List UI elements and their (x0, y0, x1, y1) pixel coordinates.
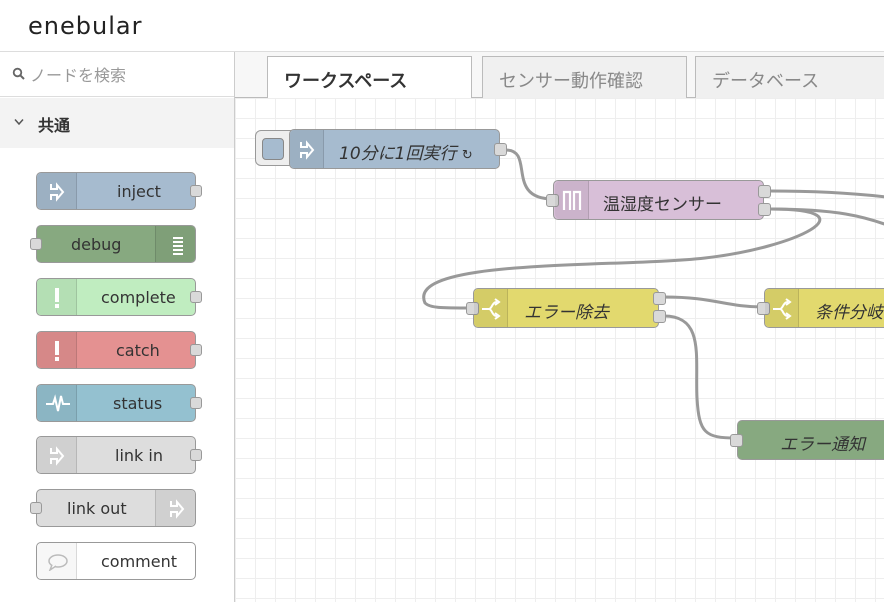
flow-wires (422, 148, 884, 440)
flow-node-condition-branch[interactable]: 条件分岐 (757, 288, 884, 328)
switch-icon (482, 298, 501, 320)
output-port[interactable] (190, 291, 202, 303)
output-port[interactable] (758, 185, 771, 198)
wire (769, 189, 884, 199)
flow-node-error-notify[interactable]: エラー通知 (730, 420, 884, 460)
exclamation-icon (55, 341, 59, 361)
flow-canvas[interactable]: 10分に1回実行 ↻ 温湿度センサー エラー除去 (235, 98, 884, 602)
flow-node-label: 10分に1回実行 ↻ (339, 144, 473, 164)
flow-node-error-remove[interactable]: エラー除去 (466, 288, 666, 328)
output-port[interactable] (190, 344, 202, 356)
wire (663, 314, 737, 440)
exclamation-icon (55, 288, 59, 308)
palette-search (0, 52, 234, 97)
palette-node-label: link in (115, 446, 163, 465)
wire (663, 295, 765, 309)
input-port[interactable] (757, 302, 770, 315)
wire (422, 207, 822, 310)
arrow-in-icon (50, 182, 65, 202)
tab-label: センサー動作確認 (499, 71, 643, 92)
palette-sidebar: 共通 inject debug complete (0, 52, 235, 602)
flow-node-sensor[interactable]: 温湿度センサー (546, 180, 771, 220)
palette-node-inject[interactable]: inject (36, 172, 202, 210)
output-port[interactable] (494, 143, 507, 156)
flow-node-inject[interactable]: 10分に1回実行 ↻ (289, 129, 507, 169)
wire (505, 148, 554, 201)
tab-label: データベース (712, 71, 820, 92)
category-label: 共通 (38, 116, 71, 135)
app-header: enebular (0, 0, 884, 52)
flow-node-label: エラー除去 (524, 303, 609, 323)
palette-node-label: catch (116, 341, 160, 360)
subflow-icon (562, 190, 582, 210)
app-logo: enebular (28, 12, 143, 40)
arrow-in-icon (300, 140, 315, 160)
tab-label: ワークスペース (284, 71, 408, 92)
input-port[interactable] (30, 238, 42, 250)
chevron-down-icon (14, 119, 24, 126)
comment-icon (48, 554, 68, 571)
output-port[interactable] (653, 292, 666, 305)
input-port[interactable] (466, 302, 479, 315)
flow-tabs: ワークスペース センサー動作確認 データベース (235, 52, 884, 99)
inject-trigger-button[interactable] (255, 130, 291, 166)
output-port[interactable] (653, 310, 666, 323)
palette-node-catch[interactable]: catch (36, 331, 202, 369)
wire (769, 207, 884, 226)
palette-node-label: link out (67, 499, 127, 518)
link-in-icon (50, 446, 65, 466)
palette-category-common[interactable]: 共通 (0, 98, 234, 148)
palette-node-status[interactable]: status (36, 384, 202, 422)
palette-node-comment[interactable]: comment (36, 542, 196, 580)
palette-node-complete[interactable]: complete (36, 278, 202, 316)
flow-node-label: 条件分岐 (815, 303, 883, 323)
output-port[interactable] (190, 397, 202, 409)
input-port[interactable] (30, 502, 42, 514)
palette-node-label: complete (101, 288, 176, 307)
flow-node-label: 温湿度センサー (603, 195, 722, 215)
input-port[interactable] (546, 194, 559, 207)
palette-node-link-out[interactable]: link out (30, 489, 196, 527)
palette-node-label: comment (101, 552, 178, 571)
palette-node-label: inject (117, 182, 161, 201)
list-icon (173, 237, 183, 255)
link-out-icon (170, 499, 185, 519)
tab-workspace[interactable]: ワークスペース (267, 56, 472, 99)
repeat-icon: ↻ (461, 148, 473, 163)
palette-node-label: debug (71, 235, 122, 254)
search-icon (12, 67, 25, 80)
switch-icon (773, 298, 792, 320)
tab-sensor-check[interactable]: センサー動作確認 (482, 56, 687, 98)
output-port[interactable] (758, 203, 771, 216)
flow-node-label: エラー通知 (780, 435, 865, 455)
input-port[interactable] (730, 434, 743, 447)
output-port[interactable] (190, 449, 202, 461)
tab-database[interactable]: データベース (695, 56, 884, 98)
pulse-icon (46, 394, 70, 412)
palette-node-label: status (113, 394, 163, 413)
output-port[interactable] (190, 185, 202, 197)
workspace: ワークスペース センサー動作確認 データベース 10分に1回実 (235, 52, 884, 602)
search-input[interactable] (30, 62, 220, 88)
palette-node-debug[interactable]: debug (30, 225, 196, 263)
palette-node-link-in[interactable]: link in (36, 436, 202, 474)
